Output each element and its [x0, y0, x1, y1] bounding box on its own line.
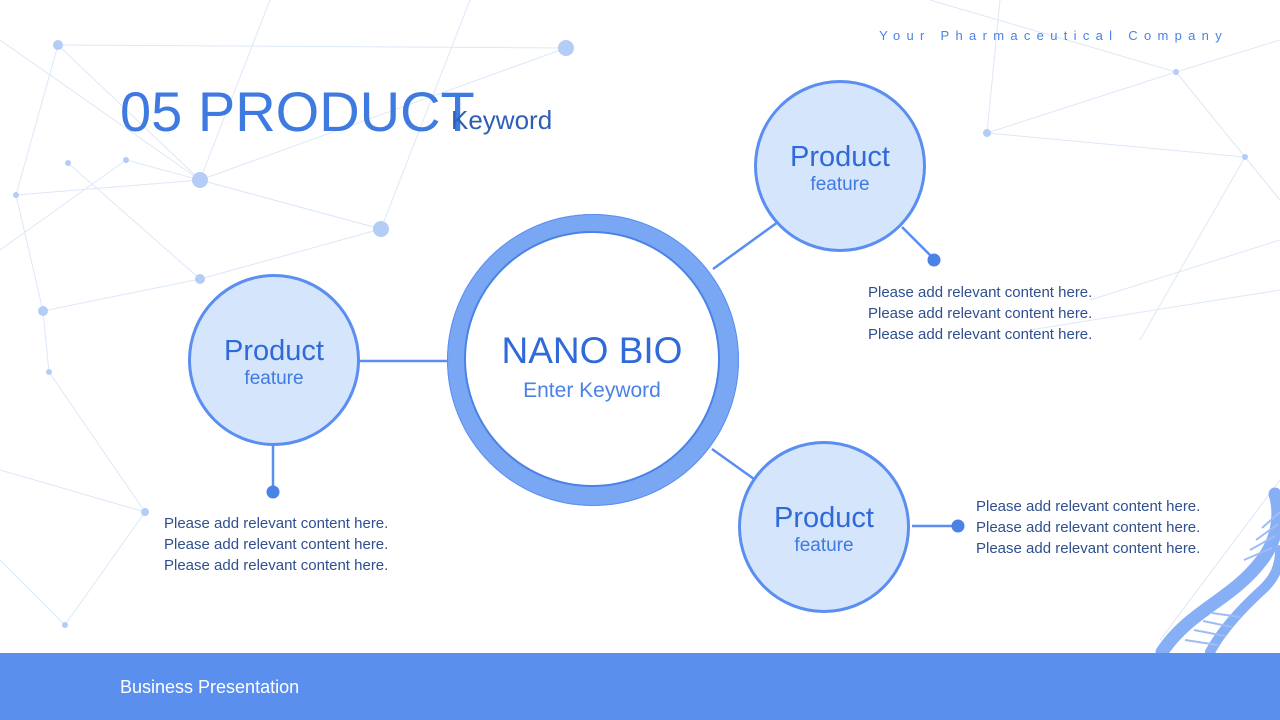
network-lines: [0, 0, 1280, 641]
feature-title: Product: [224, 335, 324, 367]
center-circle-inner: NANO BIO Enter Keyword: [464, 231, 720, 487]
footer-bar: Business Presentation: [0, 653, 1280, 720]
description-line: Please add relevant content here.: [868, 284, 1093, 301]
feature-description-top-right: Please add relevant content here. Please…: [868, 282, 1092, 345]
network-nodes: [13, 40, 1248, 628]
center-title: NANO BIO: [501, 330, 683, 371]
feature-subtitle: feature: [810, 174, 870, 195]
feature-description-bottom-right: Please add relevant content here. Please…: [976, 496, 1200, 559]
description-line: Please add relevant content here.: [868, 305, 1093, 322]
feature-subtitle: feature: [244, 368, 304, 389]
feature-circle-bottom-right: Product feature: [738, 441, 910, 613]
description-line: Please add relevant content here.: [164, 557, 389, 574]
center-subtitle: Enter Keyword: [523, 379, 661, 402]
slide-subtitle: Keyword: [451, 105, 553, 135]
center-circle: NANO BIO Enter Keyword: [447, 214, 739, 506]
connector-lines: [271, 220, 957, 528]
connector-dots: [266, 253, 965, 533]
slide-title: 05 PRODUCT: [120, 80, 475, 143]
footer-label: Business Presentation: [120, 677, 300, 697]
feature-subtitle: feature: [794, 535, 854, 556]
feature-circle-left: Product feature: [188, 274, 360, 446]
company-name: Your Pharmaceutical Company: [879, 28, 1228, 43]
description-line: Please add relevant content here.: [976, 519, 1201, 536]
description-line: Please add relevant content here.: [164, 515, 389, 532]
feature-circle-top-right: Product feature: [754, 80, 926, 252]
description-line: Please add relevant content here.: [976, 498, 1201, 515]
description-line: Please add relevant content here.: [164, 536, 389, 553]
feature-title: Product: [774, 502, 874, 534]
feature-title: Product: [790, 141, 890, 173]
description-line: Please add relevant content here.: [868, 326, 1093, 343]
feature-description-left: Please add relevant content here. Please…: [164, 513, 388, 576]
dna-helix-decoration: [1155, 487, 1280, 659]
description-line: Please add relevant content here.: [976, 540, 1201, 557]
